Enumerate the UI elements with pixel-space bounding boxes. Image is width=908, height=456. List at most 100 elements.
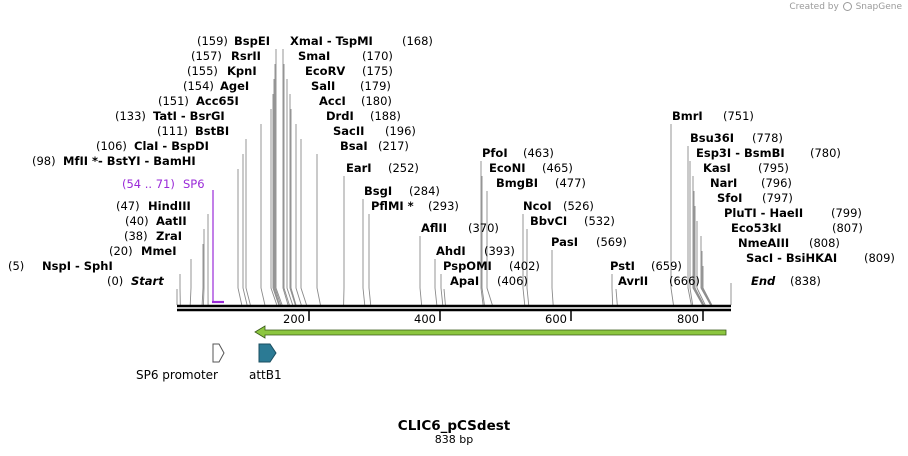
site-leader-line — [316, 154, 321, 306]
site-name: EcoRV — [305, 64, 345, 78]
site-leader-lines — [176, 49, 732, 306]
site-name: AccI — [319, 94, 346, 108]
site-position: (196) — [385, 124, 416, 138]
site-position: (217) — [378, 139, 409, 153]
site-position: (463) — [523, 146, 554, 160]
site-position: (155) — [187, 64, 218, 78]
site-position: (40) — [125, 214, 149, 228]
site-name: Start — [131, 274, 164, 288]
site-leader-line — [419, 236, 423, 306]
site-name: KasI — [703, 161, 731, 175]
site-leader-line — [362, 199, 366, 306]
site-leader-line — [611, 274, 614, 306]
site-leader-line — [526, 229, 530, 306]
site-position: (778) — [752, 131, 783, 145]
site-leader-line — [440, 274, 444, 306]
site-position: (252) — [388, 161, 419, 175]
site-leader-line — [275, 49, 283, 306]
site-position: (406) — [497, 274, 528, 288]
site-name: TatI - BsrGI — [153, 109, 225, 123]
site-leader-line — [242, 154, 248, 306]
site-position: (393) — [484, 244, 515, 258]
site-position: (402) — [509, 259, 540, 273]
feature-label: SP6 promoter — [136, 368, 218, 382]
site-name: SacII — [333, 124, 364, 138]
site-position: (751) — [723, 109, 754, 123]
site-name: DrdI — [326, 109, 354, 123]
site-leader-line — [202, 229, 205, 306]
site-position: (111) — [157, 124, 188, 138]
site-name: SacI - BsiHKAI — [746, 251, 837, 265]
site-name: HindIII — [148, 199, 191, 213]
site-leader-line — [245, 139, 251, 306]
ruler-tick-label: 600 — [545, 312, 567, 326]
site-position: (799) — [831, 206, 862, 220]
site-leader-line — [689, 161, 694, 306]
site-name: PspOMI — [443, 259, 492, 273]
site-leader-line — [290, 109, 297, 306]
site-name: PluTI - HaeII — [724, 206, 803, 220]
site-name: AatII — [156, 214, 187, 228]
site-name: BstBI — [195, 124, 229, 138]
site-leader-line — [272, 94, 280, 306]
site-leader-line — [201, 244, 204, 306]
feature-label: attB1 — [249, 368, 282, 382]
site-position: (477) — [555, 176, 586, 190]
map-title: CLIC6_pCSdest — [398, 418, 511, 434]
site-name: ApaI — [450, 274, 479, 288]
site-leader-line — [295, 124, 302, 306]
site-position: (797) — [762, 191, 793, 205]
site-leader-line — [189, 259, 192, 306]
site-position: (20) — [109, 244, 133, 258]
primer-sp6: (54 .. 71) SP6 — [122, 177, 224, 304]
site-position: (465) — [542, 161, 573, 175]
site-position: (796) — [761, 176, 792, 190]
site-name: PfoI — [482, 146, 508, 160]
site-position: (98) — [32, 154, 56, 168]
site-leader-line — [368, 214, 372, 306]
site-name: AvrII — [618, 274, 648, 288]
site-leader-line — [289, 94, 296, 306]
site-position: (532) — [584, 214, 615, 228]
site-name: BspEI — [234, 34, 270, 48]
site-leader-line — [694, 206, 705, 306]
site-name: PflMI * — [371, 199, 414, 213]
site-name: AflII — [421, 221, 447, 235]
feature-sp6-promoter: SP6 promoter — [136, 343, 225, 382]
site-position: (159) — [197, 34, 228, 48]
credit-brand: SnapGene — [855, 2, 902, 12]
site-position: (659) — [651, 259, 682, 273]
ruler-tick-label: 200 — [283, 312, 305, 326]
primer-range: (54 .. 71) — [122, 177, 175, 191]
site-name: PasI — [551, 235, 578, 249]
site-leader-line — [687, 146, 692, 306]
site-name: BsaI — [340, 139, 368, 153]
site-position: (180) — [361, 94, 392, 108]
site-leader-line — [480, 161, 484, 306]
site-position: (293) — [428, 199, 459, 213]
site-name: AgeI — [220, 79, 249, 93]
sequence-backbone — [177, 304, 731, 312]
site-name: EarI — [346, 161, 372, 175]
site-labels: (159)BspEI(168)XmaI - TspMI(157)RsrII(17… — [8, 34, 895, 288]
site-name: BmgBI — [496, 176, 538, 190]
credit-prefix: Created by — [789, 2, 839, 12]
site-leader-line — [486, 191, 493, 306]
site-leader-line — [443, 288, 446, 306]
site-position: (38) — [124, 229, 148, 243]
site-name: NcoI — [523, 199, 552, 213]
site-name: PstI — [610, 259, 635, 273]
site-position: (370) — [468, 221, 499, 235]
site-position: (808) — [809, 236, 840, 250]
site-leader-line — [700, 236, 711, 306]
site-name: NarI — [710, 176, 737, 190]
site-leader-line — [670, 124, 674, 306]
snapgene-credit: Created by SnapGene — [789, 2, 902, 12]
site-position: (151) — [158, 94, 189, 108]
site-leader-line — [701, 251, 712, 306]
site-leader-line — [702, 266, 713, 306]
site-name: Bsu36I — [690, 131, 734, 145]
site-leader-line — [274, 64, 282, 306]
site-position: (106) — [96, 139, 127, 153]
site-name: BbvCI — [530, 214, 567, 228]
